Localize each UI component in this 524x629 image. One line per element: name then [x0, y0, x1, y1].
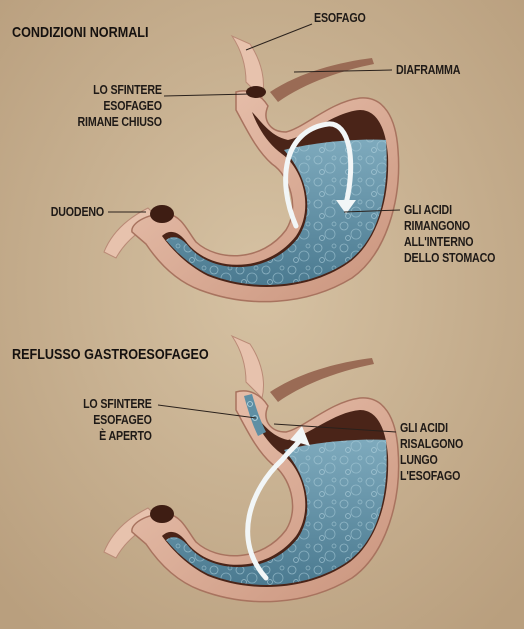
label-sfintere-aperto: LO SFINTERE ESOFAGEO È APERTO	[83, 396, 152, 444]
panel-title-normal: CONDIZIONI NORMALI	[12, 24, 149, 42]
label-acidi-rimangono: GLI ACIDI RIMANGONO ALL'INTERNO DELLO ST…	[404, 202, 495, 266]
duodenum-opening	[150, 505, 174, 523]
label-esofago: ESOFAGO	[314, 10, 366, 26]
panel-title-reflux: REFLUSSO GASTROESOFAGEO	[12, 346, 209, 364]
closed-sphincter	[246, 86, 266, 98]
duodenum-opening	[150, 205, 174, 223]
label-acidi-risalgono: GLI ACIDI RISALGONO LUNGO L'ESOFAGO	[400, 420, 463, 484]
label-diaframma: DIAFRAMMA	[396, 62, 460, 78]
label-sfintere-chiuso: LO SFINTERE ESOFAGEO RIMANE CHIUSO	[78, 82, 162, 130]
label-duodeno: DUODENO	[51, 204, 104, 220]
